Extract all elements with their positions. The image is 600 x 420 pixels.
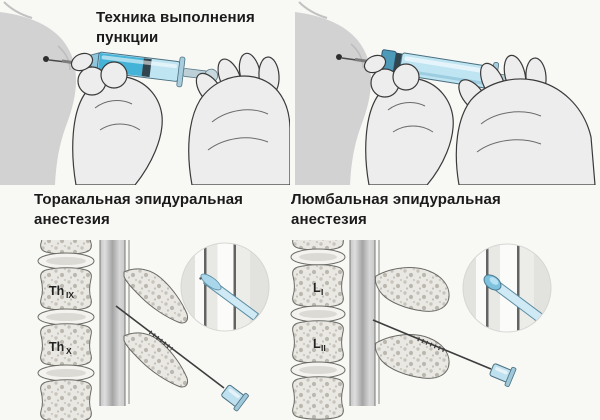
vertebral-column (37, 240, 95, 420)
vertebra-label-l2-sub: II (321, 343, 326, 353)
right-hand (455, 54, 596, 185)
puncture-technique-step1-illustration (0, 1, 290, 185)
left-hand (363, 54, 454, 185)
vertebra-label-th10-sub: X (66, 346, 72, 356)
needle-hub (489, 363, 517, 387)
needle-hub (221, 384, 249, 412)
spinal-canal (349, 240, 380, 406)
vertebral-column (290, 240, 346, 420)
vertebra-label-l2: L (313, 337, 321, 351)
patient-back (295, 1, 372, 185)
epidural-needle (372, 319, 517, 387)
vertebra-label-th9-sub: IX (66, 290, 74, 300)
magnified-inset (462, 243, 552, 333)
lumbar-epidural-illustration: L I L II (290, 240, 552, 420)
magnified-inset (180, 242, 270, 332)
main-title: Техника выполнения пункции (96, 9, 255, 47)
thoracic-epidural-illustration: Th IX Th X (37, 240, 270, 420)
vertebra-label-th10: Th (49, 340, 64, 354)
patient-back (0, 1, 77, 185)
needle-hub-cap (43, 56, 49, 62)
vertebra-label-l1: L (313, 281, 321, 295)
vertebra-label-th9: Th (49, 284, 64, 298)
right-hand (188, 52, 290, 185)
puncture-technique-step2-illustration (295, 1, 596, 185)
vertebra-label-l1-sub: I (321, 287, 323, 297)
epidural-needle (115, 305, 249, 412)
lumbar-section-title: Люмбальная эпидуральная анестезия (291, 191, 501, 229)
vertebra-labels: L I L II (313, 281, 326, 353)
needle-hub-cap (336, 54, 342, 60)
left-hand (70, 52, 163, 185)
spinal-canal (99, 240, 130, 406)
spinous-processes (374, 267, 450, 379)
thoracic-section-title: Торакальная эпидуральная анестезия (34, 191, 244, 229)
spinous-processes (123, 268, 189, 388)
vertebra-labels: Th IX Th X (49, 284, 74, 356)
